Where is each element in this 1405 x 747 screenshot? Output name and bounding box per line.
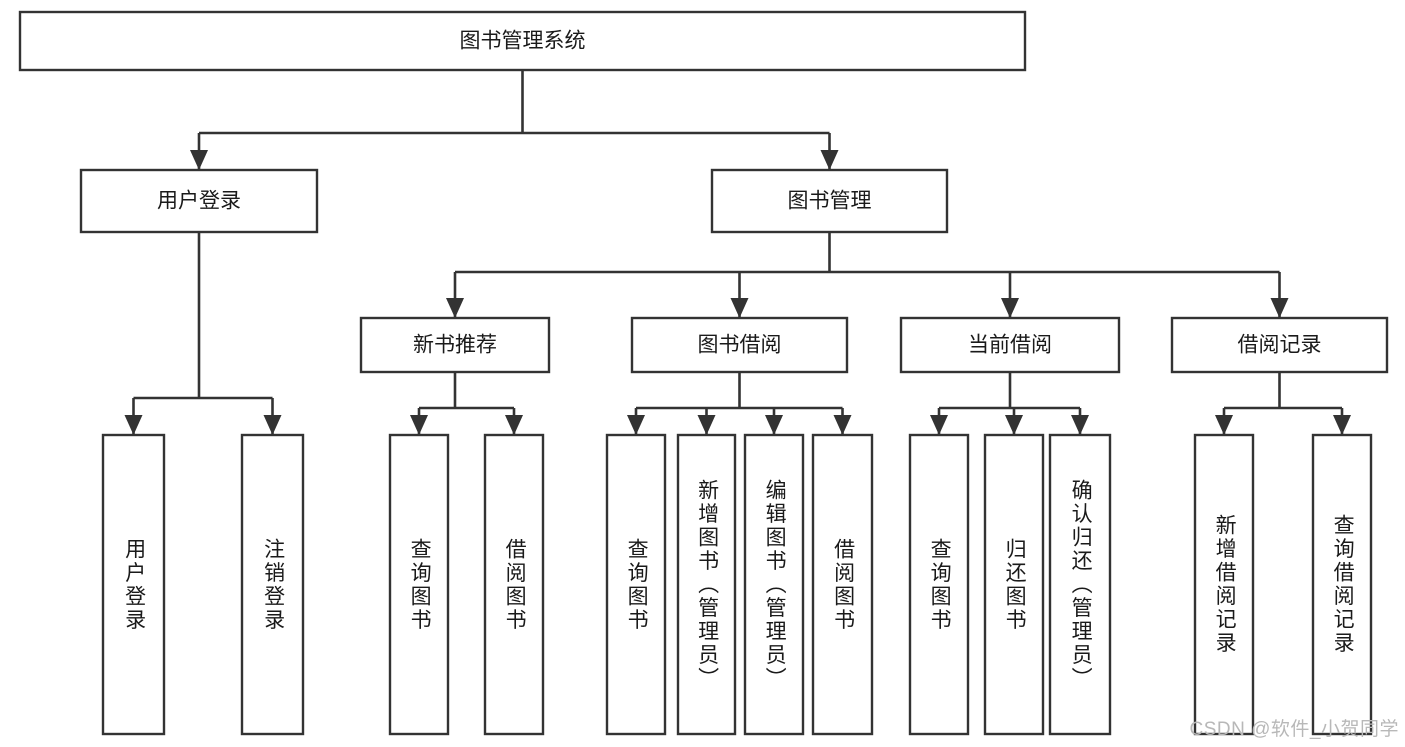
arrowhead-icon (765, 415, 783, 435)
arrowhead-icon (190, 150, 208, 170)
node-level3-label-3: 借阅记录 (1238, 334, 1322, 357)
node-leaf-box-11[interactable] (1193, 433, 1255, 736)
node-level3-label-1: 图书借阅 (698, 334, 782, 357)
node-leaf-box-3[interactable] (483, 433, 545, 736)
arrowhead-icon (1270, 298, 1289, 318)
node-root-label: 图书管理系统 (460, 30, 586, 53)
node-level2-box-1[interactable] (710, 168, 949, 234)
node-leaf-box-5[interactable] (676, 433, 737, 736)
arrowhead-icon (410, 415, 428, 435)
node-leaf-box-9[interactable] (983, 433, 1045, 736)
node-level3-box-1[interactable] (630, 316, 849, 374)
arrowhead-icon (697, 415, 716, 435)
node-level3-label-0: 新书推荐 (413, 334, 497, 357)
arrowhead-icon (930, 415, 948, 435)
node-leaf-box-0[interactable] (101, 433, 166, 736)
arrowhead-icon (627, 415, 645, 435)
node-leaf-box-8[interactable] (908, 433, 970, 736)
node-leaf-box-4[interactable] (605, 433, 667, 736)
arrowhead-icon (1005, 415, 1023, 435)
arrowhead-icon (124, 415, 143, 435)
arrowhead-icon (820, 150, 839, 170)
node-leaf-box-1[interactable] (240, 433, 305, 736)
node-level3-box-0[interactable] (359, 316, 551, 374)
arrowhead-icon (1001, 298, 1019, 318)
node-leaf-box-2[interactable] (388, 433, 450, 736)
node-level2-box-0[interactable] (79, 168, 319, 234)
arrowhead-icon (446, 298, 464, 318)
arrowhead-icon (1215, 415, 1233, 435)
arrowhead-icon (263, 415, 282, 435)
node-leaf-box-6[interactable] (743, 433, 805, 736)
connector-lines (124, 70, 1351, 435)
node-leaf-box-7[interactable] (811, 433, 874, 736)
node-level3-label-2: 当前借阅 (968, 334, 1052, 357)
arrowhead-icon (1333, 415, 1351, 435)
node-boxes (18, 10, 1389, 736)
arrowhead-icon (505, 415, 523, 435)
node-level3-box-2[interactable] (899, 316, 1121, 374)
node-level3-box-3[interactable] (1170, 316, 1389, 374)
node-leaf-box-10[interactable] (1048, 433, 1112, 736)
arrowhead-icon (833, 415, 852, 435)
arrowhead-icon (1071, 415, 1089, 435)
node-leaf-box-12[interactable] (1311, 433, 1373, 736)
node-level2-label-0: 用户登录 (157, 190, 241, 213)
arrowhead-icon (730, 298, 749, 318)
node-level2-label-1: 图书管理 (788, 190, 872, 213)
watermark-text: CSDN @软件_小贺同学 (1189, 719, 1399, 740)
node-root-box[interactable] (18, 10, 1027, 72)
